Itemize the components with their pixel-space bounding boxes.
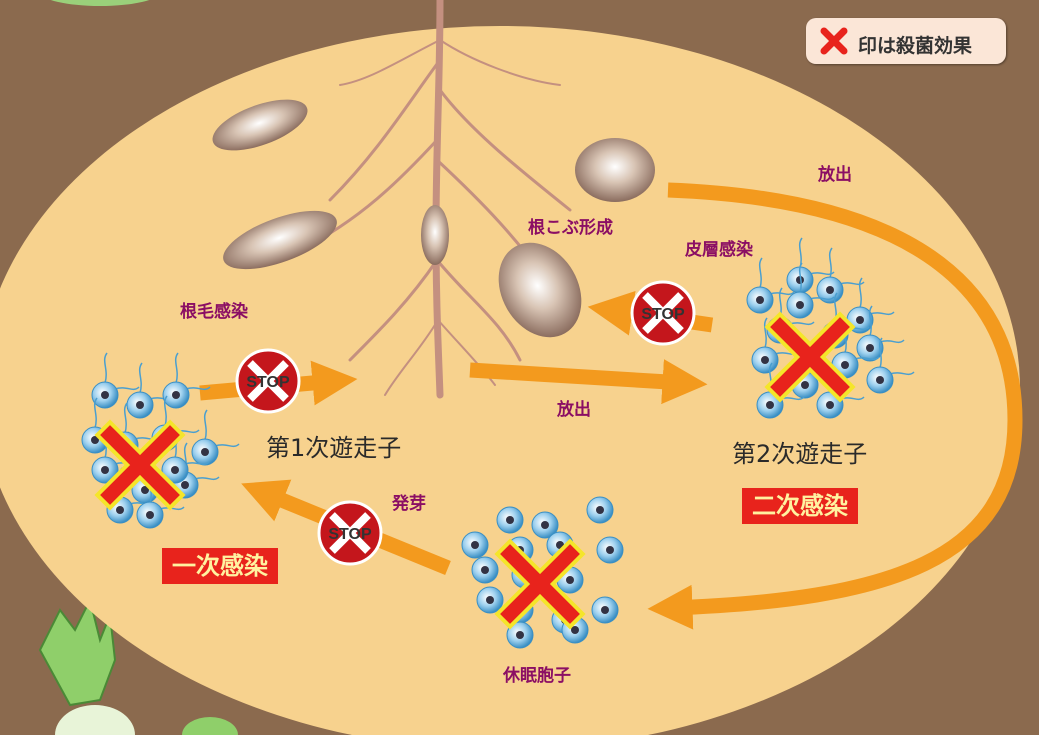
resting-spore-icon bbox=[591, 596, 619, 624]
label-release-top: 放出 bbox=[818, 165, 852, 185]
resting-spore-icon bbox=[496, 506, 524, 534]
zoospore-icon bbox=[126, 362, 175, 419]
stop-sign-cortical: STOP bbox=[630, 280, 696, 346]
stop-sign-text: STOP bbox=[328, 526, 372, 543]
zoospore-icon bbox=[136, 472, 185, 529]
red-x-mark-icon bbox=[820, 27, 848, 55]
radish-leaf-icon bbox=[38, 597, 238, 735]
zoospore-icon bbox=[161, 427, 210, 484]
resting-spore-icon bbox=[471, 556, 499, 584]
resting-spore-icon bbox=[531, 511, 559, 539]
root-gall-group bbox=[212, 99, 655, 338]
zoospore-icon bbox=[816, 247, 865, 304]
badge-secondary-infection: 二次感染 bbox=[742, 488, 858, 524]
leaf-top-left bbox=[50, 0, 150, 6]
label-primary-zoospore: 第1次遊走子 bbox=[266, 434, 402, 462]
legend-text: 印は殺菌効果 bbox=[858, 35, 973, 57]
zoospore-icon bbox=[162, 352, 211, 409]
label-cortical-infection: 皮層感染 bbox=[685, 240, 753, 260]
cross-mark-primary bbox=[94, 419, 186, 511]
release-arrow bbox=[469, 359, 708, 405]
stop-sign-text: STOP bbox=[246, 374, 290, 391]
label-release-middle: 放出 bbox=[557, 400, 591, 420]
resting-spore-icon bbox=[461, 531, 489, 559]
legend-box: 印は殺菌効果 bbox=[806, 18, 1006, 64]
resting-spore-icon bbox=[506, 621, 534, 649]
zoospore-icon bbox=[866, 337, 915, 394]
label-secondary-zoospore: 第2次遊走子 bbox=[732, 440, 868, 468]
zoospore-icon bbox=[786, 237, 835, 294]
zoospore-icon bbox=[91, 352, 140, 409]
zoospore-icon bbox=[746, 257, 795, 314]
resting-spore-icon bbox=[596, 536, 624, 564]
cross-mark-secondary bbox=[764, 311, 856, 403]
outer-release-arrow bbox=[647, 182, 1023, 630]
label-resting-spore: 休眠胞子 bbox=[503, 666, 571, 686]
zoospore-icon bbox=[856, 305, 905, 362]
zoospore-icon bbox=[751, 317, 800, 374]
badge-primary-infection: 一次感染 bbox=[162, 548, 278, 584]
zoospore-icon bbox=[191, 409, 240, 466]
cross-mark-resting bbox=[494, 538, 586, 630]
resting-spore-icon bbox=[586, 496, 614, 524]
label-club-formation: 根こぶ形成 bbox=[528, 218, 613, 238]
label-root-hair-infection: 根毛感染 bbox=[180, 302, 248, 322]
stop-sign-text: STOP bbox=[641, 306, 685, 323]
stop-sign-root-hair: STOP bbox=[235, 348, 301, 414]
label-germination: 発芽 bbox=[392, 494, 426, 514]
stop-sign-germination: STOP bbox=[317, 500, 383, 566]
zoospore-icon bbox=[786, 262, 835, 319]
resting-spore-icon bbox=[476, 586, 504, 614]
